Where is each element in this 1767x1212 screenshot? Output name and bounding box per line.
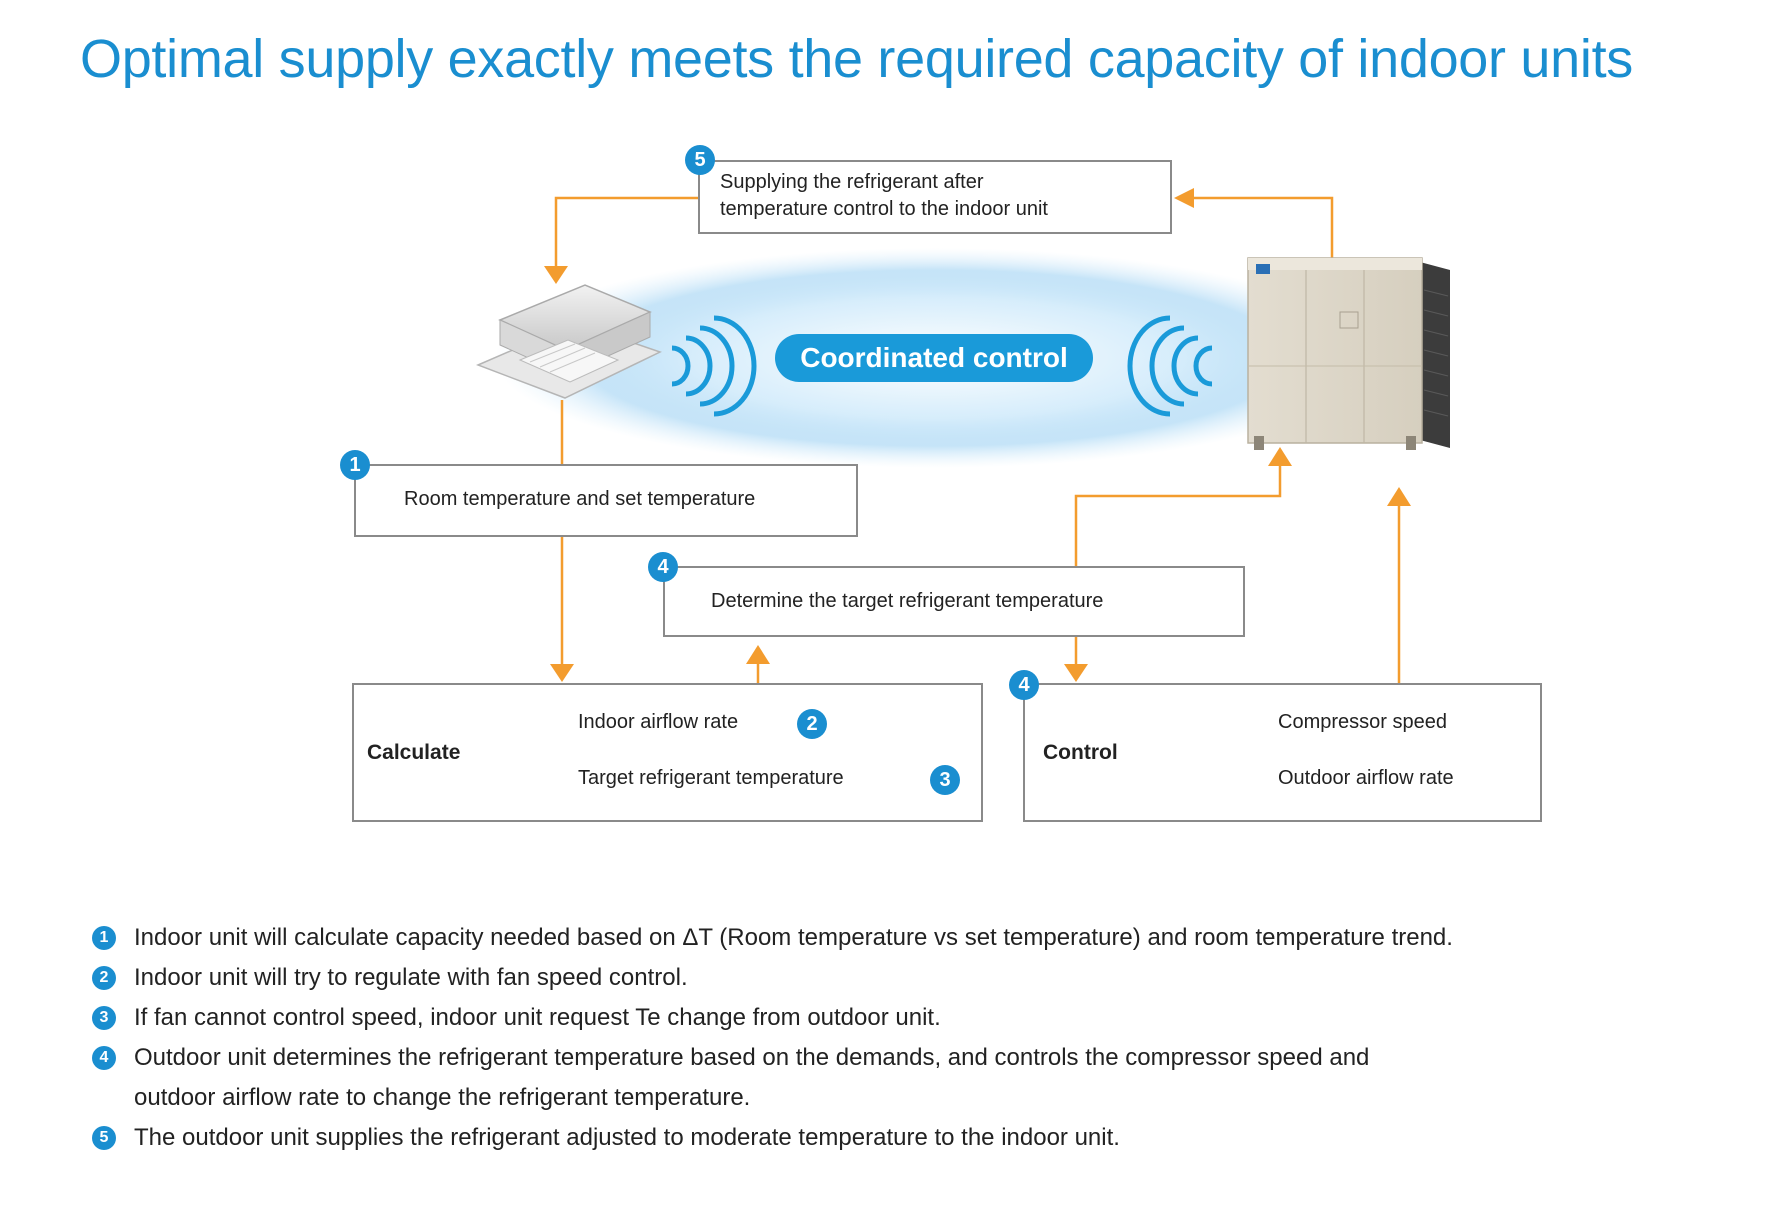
- footnote-3: 3 If fan cannot control speed, indoor un…: [92, 998, 1453, 1038]
- footnote-5: 5 The outdoor unit supplies the refriger…: [92, 1118, 1453, 1158]
- signal-waves-right-icon: [671, 315, 757, 417]
- arrowhead-down-calculate: [550, 664, 574, 682]
- footnote-text-3: If fan cannot control speed, indoor unit…: [134, 1004, 941, 1031]
- compressor-speed-text: Compressor speed: [1278, 711, 1447, 733]
- footnote-1: 1 Indoor unit will calculate capacity ne…: [92, 918, 1453, 958]
- footnote-text-1: Indoor unit will calculate capacity need…: [134, 924, 1453, 951]
- step1-text: Room temperature and set temperature: [404, 488, 756, 510]
- footnote-badge-2: 2: [92, 966, 116, 990]
- arrow-outdoor-to-step5: [1190, 196, 1334, 258]
- calculate-box: [352, 683, 983, 822]
- step1-box: [354, 464, 858, 537]
- arrowhead-up-outdoor-right: [1387, 487, 1411, 506]
- footnote-text-4-line1: Outdoor unit determines the refrigerant …: [134, 1044, 1370, 1071]
- step5-text-line2: temperature control to the indoor unit: [720, 198, 1048, 220]
- step4-determine-text: Determine the target refrigerant tempera…: [711, 590, 1104, 612]
- control-label: Control: [1043, 741, 1118, 764]
- indoor-airflow-badge: 2: [797, 709, 827, 739]
- footnote-badge-3: 3: [92, 1006, 116, 1030]
- target-refrigerant-badge: 3: [930, 765, 960, 795]
- footnote-2: 2 Indoor unit will try to regulate with …: [92, 958, 1453, 998]
- arrow-step4-to-outdoor: [1074, 464, 1282, 566]
- arrow-heads: [544, 188, 1411, 682]
- footnote-4: 4 Outdoor unit determines the refrigeran…: [92, 1038, 1453, 1118]
- footnote-text-5: The outdoor unit supplies the refrigeran…: [134, 1124, 1120, 1151]
- step5-text-line1: Supplying the refrigerant after: [720, 171, 984, 193]
- outdoor-unit-icon: [1247, 257, 1450, 450]
- coordinated-control-label: Coordinated control: [775, 334, 1093, 382]
- step1-badge: 1: [340, 450, 370, 480]
- footnotes: 1 Indoor unit will calculate capacity ne…: [92, 918, 1453, 1158]
- step4-determine-box: [663, 566, 1245, 637]
- arrowhead-down-indoor: [544, 266, 568, 284]
- indoor-airflow-text: Indoor airflow rate: [578, 711, 739, 733]
- outdoor-airflow-text: Outdoor airflow rate: [1278, 767, 1454, 789]
- arrowhead-up-outdoor-left: [1268, 447, 1292, 466]
- footnote-badge-5: 5: [92, 1126, 116, 1150]
- step5-box: [698, 160, 1172, 234]
- control-box: [1023, 683, 1542, 822]
- arrowhead-up-step4: [746, 645, 770, 664]
- calculate-label: Calculate: [367, 741, 461, 764]
- arrow-to-indoor-unit: [554, 196, 698, 270]
- control-badge: 4: [1009, 670, 1039, 700]
- footnote-text-2: Indoor unit will try to regulate with fa…: [134, 964, 688, 991]
- step4-top-badge: 4: [648, 552, 678, 582]
- flow-arrows: [554, 196, 1401, 683]
- indoor-unit-icon: [476, 284, 662, 399]
- step5-badge: 5: [685, 145, 715, 175]
- footnote-text-4-line2: outdoor airflow rate to change the refri…: [134, 1084, 751, 1111]
- target-refrigerant-text: Target refrigerant temperature: [578, 767, 844, 789]
- signal-waves-left-icon: [1127, 315, 1213, 417]
- footnote-badge-4: 4: [92, 1046, 116, 1070]
- footnote-badge-1: 1: [92, 926, 116, 950]
- arrowhead-left-step5: [1174, 188, 1194, 208]
- page-title: Optimal supply exactly meets the require…: [80, 29, 1633, 89]
- arrowhead-down-control: [1064, 664, 1088, 682]
